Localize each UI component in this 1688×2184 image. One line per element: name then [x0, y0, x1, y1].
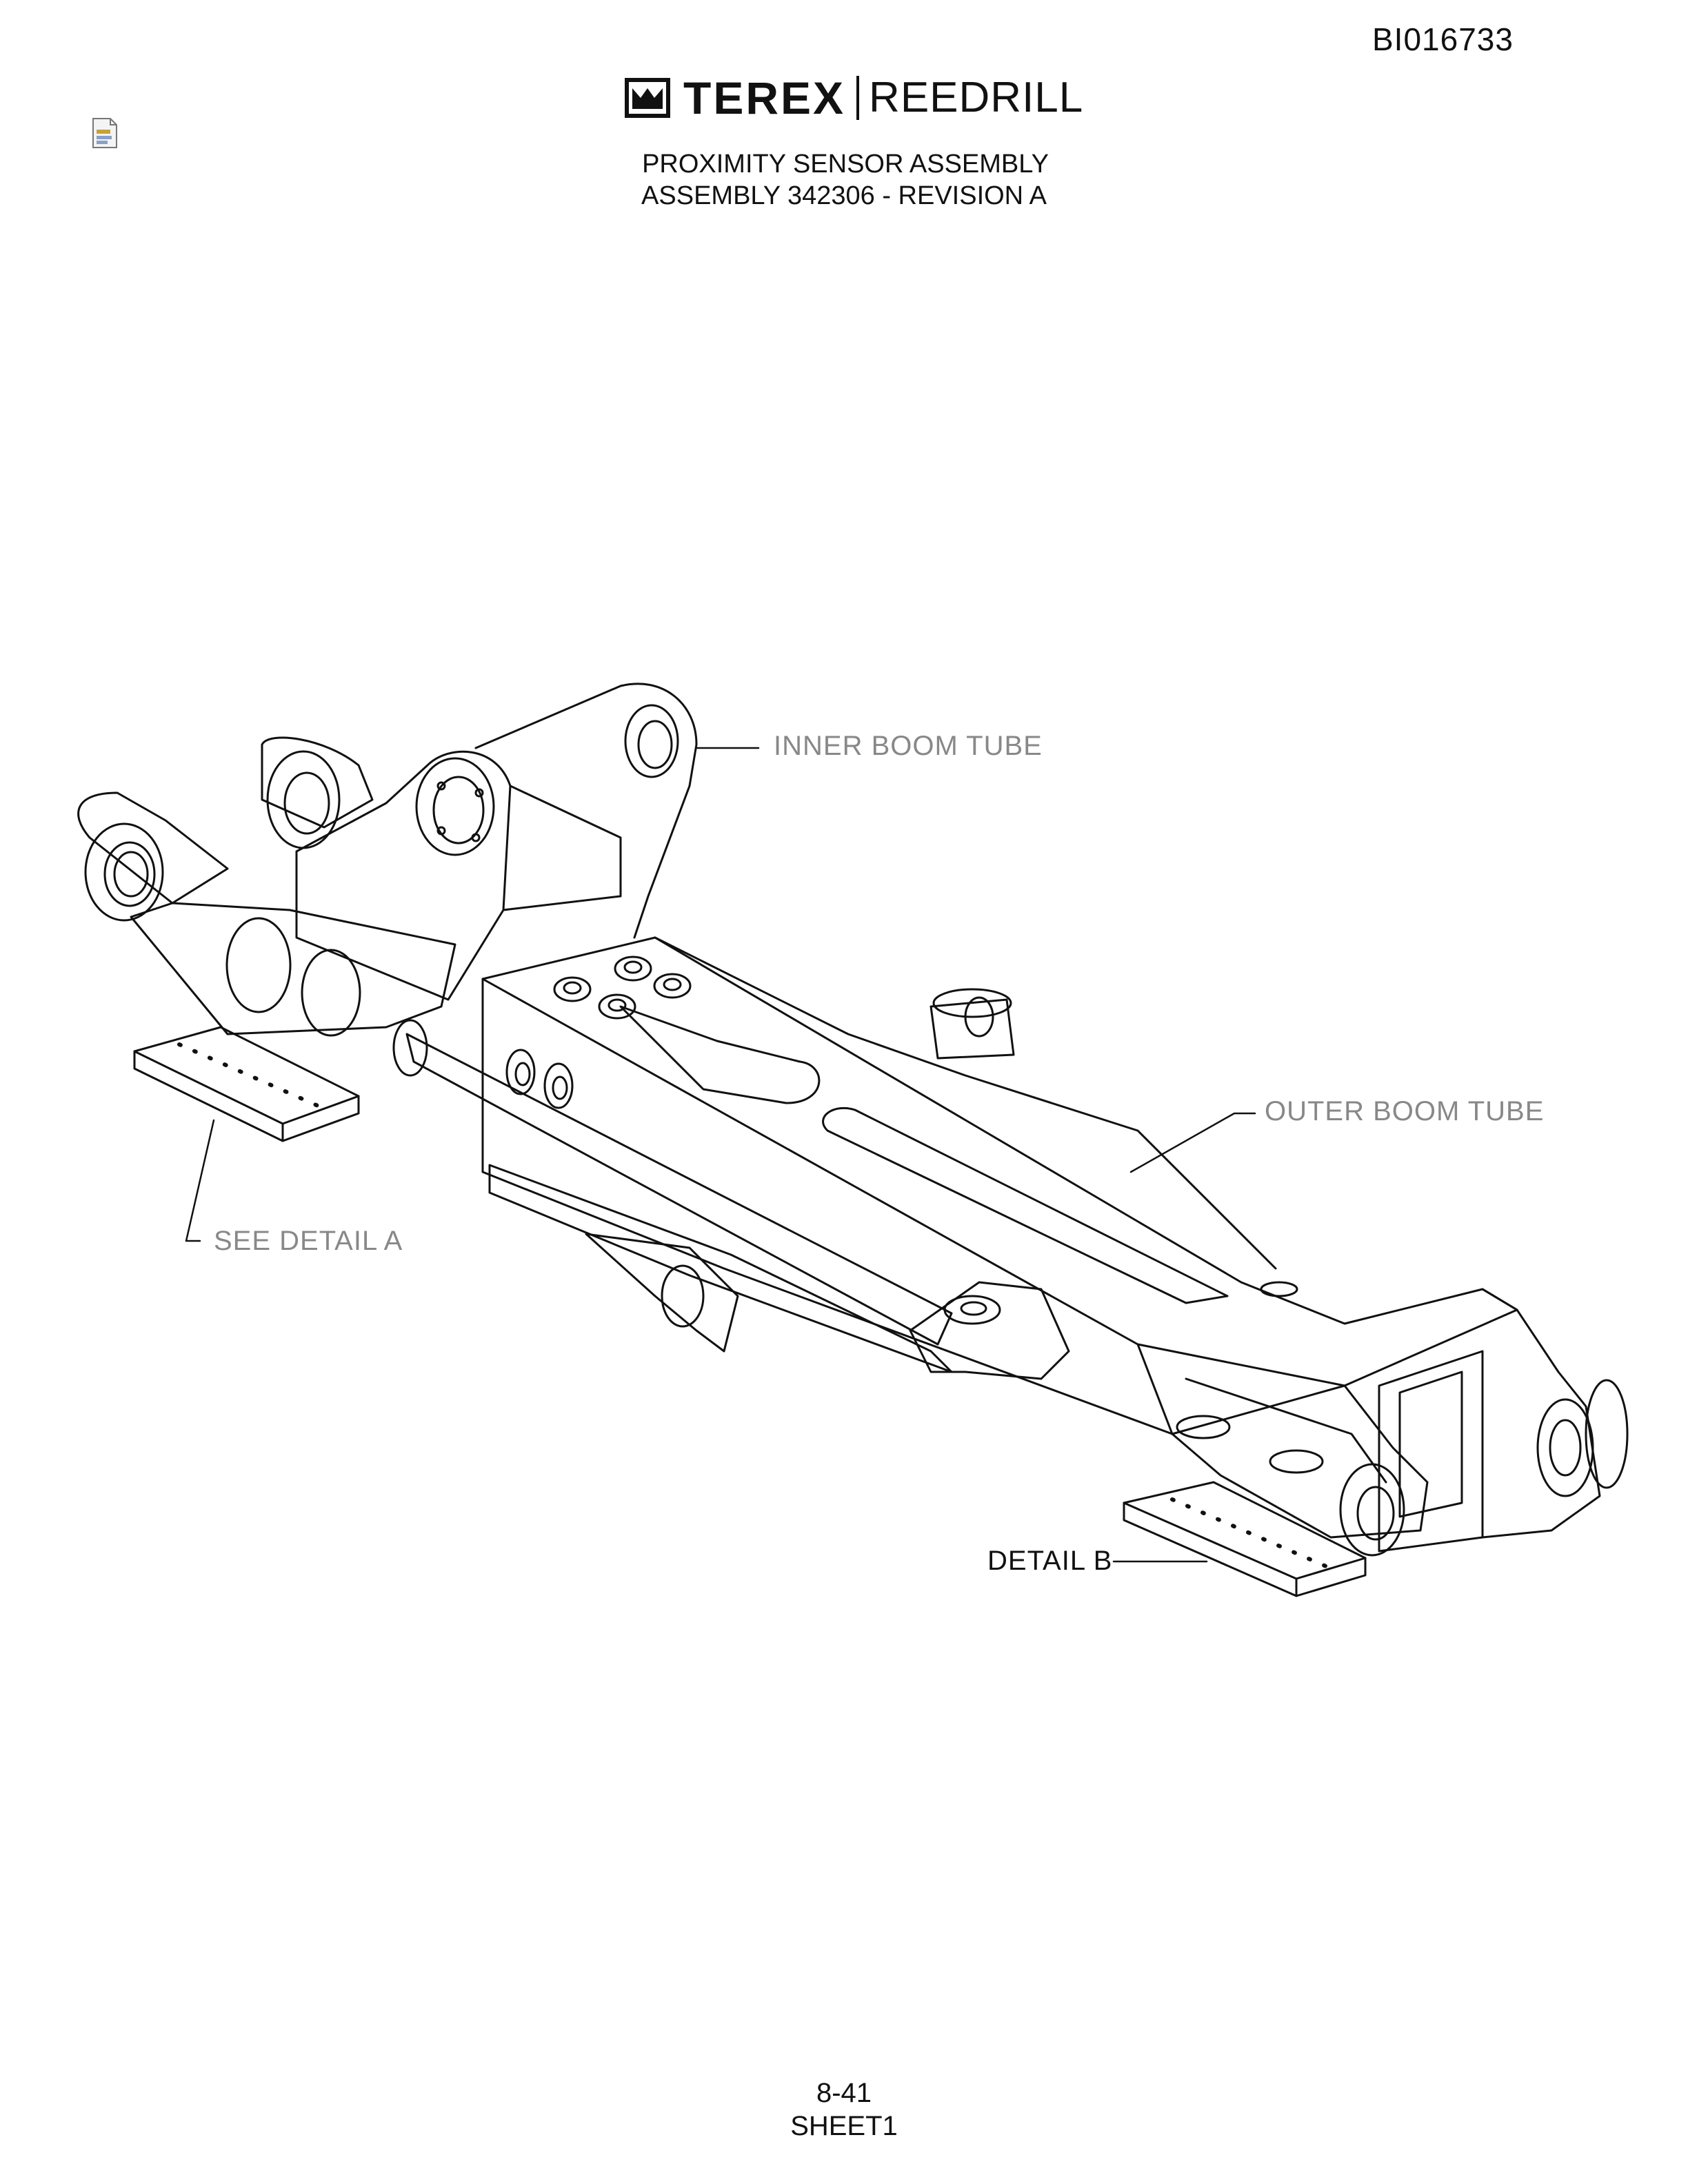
outer-boom-tube	[392, 936, 1518, 1435]
assembly-number: ASSEMBLY 342306 - REVISION A	[641, 181, 1047, 210]
callout-inner-boom-tube: INNER BOOM TUBE	[774, 731, 1043, 761]
detail-a-sensor-plate	[133, 1026, 360, 1142]
detail-b-sensor-plate	[1123, 1481, 1367, 1597]
terex-crown-icon	[625, 78, 670, 118]
callout-see-detail-a: SEE DETAIL A	[214, 1226, 403, 1256]
attachment-file-icon[interactable]	[91, 117, 119, 149]
left-side-plate	[130, 902, 456, 1035]
leader-lines	[185, 747, 1256, 1563]
left-pivot-ears	[77, 736, 374, 922]
callout-outer-boom-tube: OUTER BOOM TUBE	[1265, 1096, 1545, 1126]
document-id: BI016733	[1372, 21, 1514, 57]
brand-terex: TEREX	[683, 72, 846, 123]
page-footer: 8-41 SHEET1	[0, 2076, 1688, 2143]
drawing-title-block: PROXIMITY SENSOR ASSEMBLY ASSEMBLY 34230…	[0, 148, 1688, 212]
page-number: 8-41	[816, 2078, 872, 2108]
callout-detail-b: DETAIL B	[987, 1546, 1113, 1576]
sensor-boss	[930, 988, 1015, 1060]
sheet-label: SHEET1	[790, 2111, 898, 2141]
brand-divider	[856, 76, 860, 120]
inner-boom-ear-plate	[295, 682, 698, 1001]
brand-logo: TEREX REEDRILL	[624, 72, 1084, 123]
lower-bracket	[585, 1233, 1070, 1380]
drawing-title: PROXIMITY SENSOR ASSEMBLY	[642, 150, 1049, 179]
hydraulic-ports	[505, 956, 692, 1109]
brand-reedrill: REEDRILL	[869, 74, 1084, 121]
right-end-assembly	[1136, 1288, 1629, 1557]
